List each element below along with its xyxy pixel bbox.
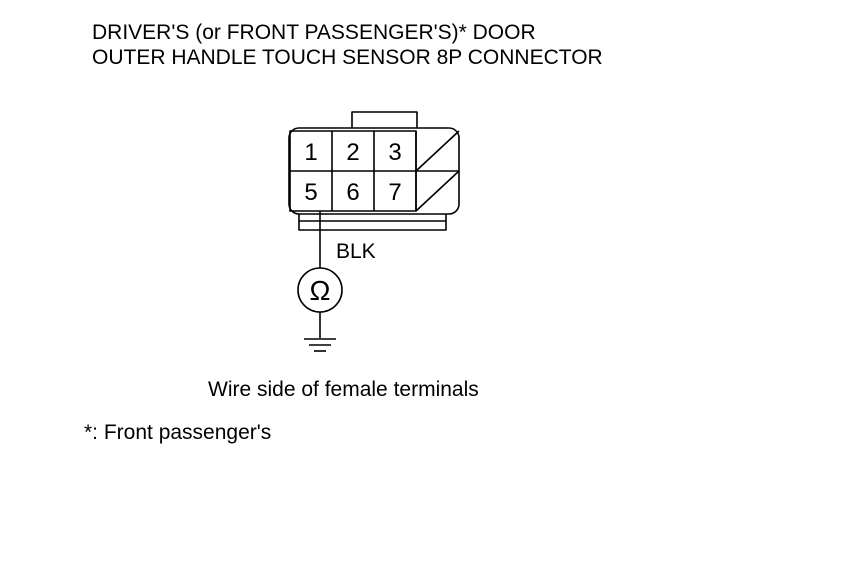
footnote: *: Front passenger's bbox=[84, 421, 272, 444]
wire-side-caption: Wire side of female terminals bbox=[208, 378, 479, 401]
wire-color-label: BLK bbox=[336, 240, 376, 263]
pin-3-label: 3 bbox=[388, 139, 401, 166]
ohmmeter-icon: Ω bbox=[310, 275, 331, 306]
connector-rail bbox=[298, 214, 447, 231]
pin-2-label: 2 bbox=[346, 139, 359, 166]
pin-6-label: 6 bbox=[346, 179, 359, 206]
pin-1-label: 1 bbox=[304, 139, 317, 166]
connector-lock-tab bbox=[351, 111, 418, 128]
title-line-2: OUTER HANDLE TOUCH SENSOR 8P CONNECTOR bbox=[92, 46, 603, 69]
diagram-title: DRIVER'S (or FRONT PASSENGER'S)* DOOR OU… bbox=[92, 20, 603, 70]
title-line-1: DRIVER'S (or FRONT PASSENGER'S)* DOOR bbox=[92, 21, 536, 44]
pin-7-label: 7 bbox=[388, 179, 401, 206]
pin-5-label: 5 bbox=[304, 179, 317, 206]
unused-cavity-4 bbox=[415, 130, 460, 172]
unused-cavity-8 bbox=[415, 170, 460, 212]
ground-icon bbox=[304, 338, 336, 352]
